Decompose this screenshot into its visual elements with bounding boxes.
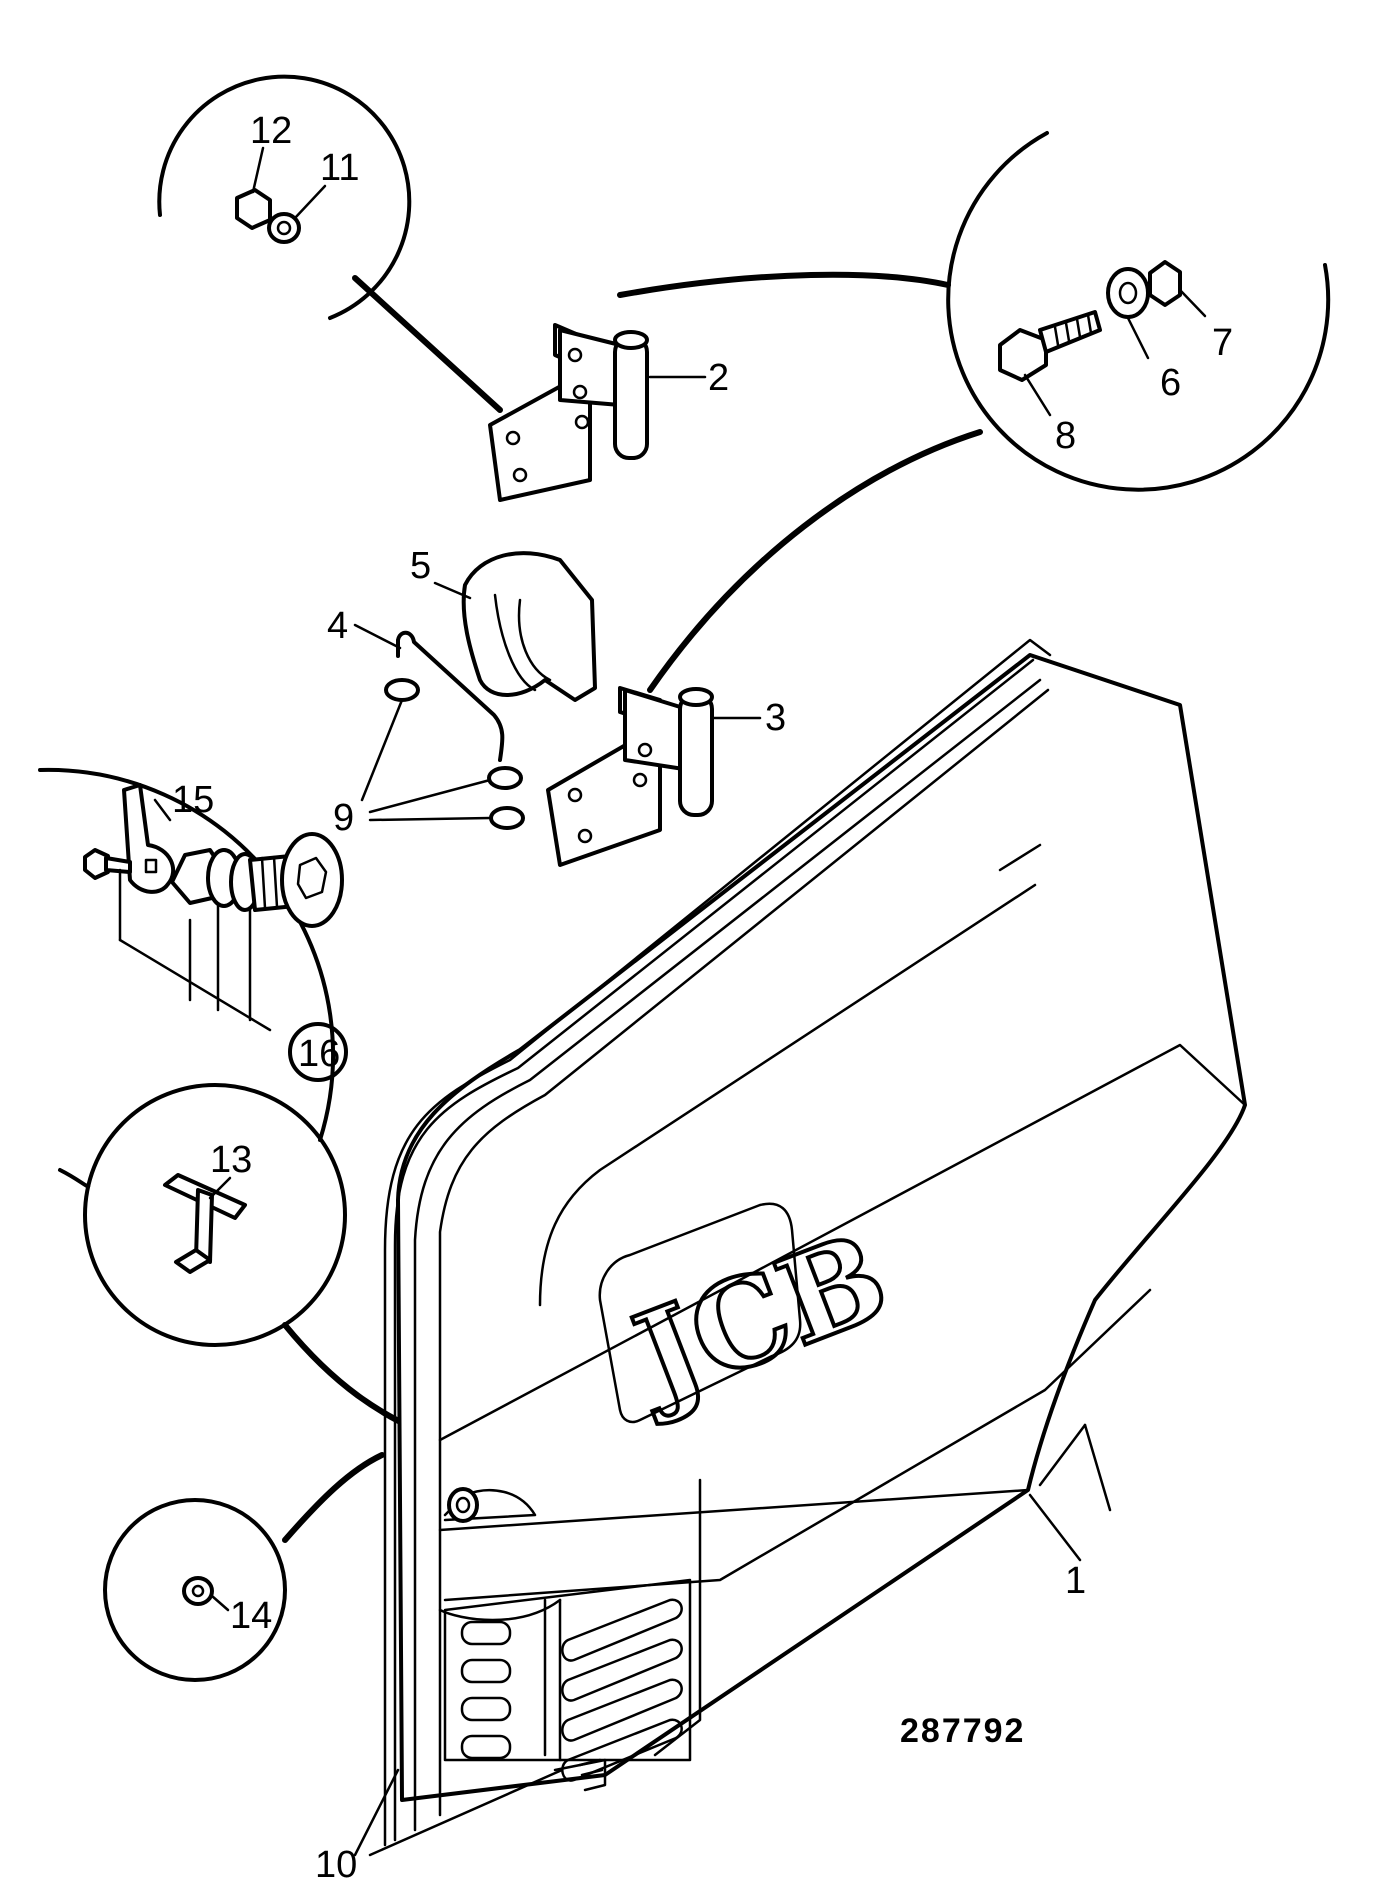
callout-8: 8 [1055,415,1076,457]
upper-hinge-part [488,323,707,502]
stay-rod-part [353,623,525,830]
side-panel-part: JCB [383,638,1247,1847]
detail-circle-washer [103,1452,385,1682]
callout-7: 7 [1212,322,1233,364]
vent-slots [460,1598,683,1782]
detail-circle-nut-washer [157,74,503,413]
washer-6-part [1106,267,1150,319]
callout-13: 13 [210,1139,252,1181]
lock-face-part [280,832,344,928]
washer-11-part [267,212,301,244]
washer-9c-part [489,806,525,830]
callout-14: 14 [230,1595,272,1637]
panel-body [396,653,1247,1802]
washer-14-part [182,1576,214,1606]
lock-keyhole-part [447,1487,479,1523]
callout-16: 16 [298,1033,340,1075]
catch-bracket-part [433,551,597,702]
callout-9: 9 [333,797,354,839]
callout-11: 11 [320,147,359,189]
callout-3: 3 [765,697,786,739]
detail-circle-lock [38,767,348,1189]
callout-6: 6 [1160,362,1181,404]
callout-5: 5 [410,545,431,587]
callout-2: 2 [708,357,729,399]
nut-12-part [235,188,272,230]
callout-15: 15 [172,779,214,821]
nut-7-part [1148,260,1182,307]
callout-12: 12 [250,110,292,152]
callout-10: 10 [315,1844,357,1886]
detail-circle-key [83,1083,458,1448]
callout-4: 4 [327,605,348,647]
lock-cam-15 [122,783,176,894]
washer-9b-part [487,766,523,790]
lower-hinge-part [546,686,762,867]
washer-9a-part [384,678,420,702]
callout-1: 1 [1065,1560,1086,1602]
detail-circle-bolt-set [617,131,1331,693]
callout-16-circle [288,1022,348,1082]
bolt-8-head [998,328,1048,382]
reference-number: 287792 [900,1712,1025,1750]
